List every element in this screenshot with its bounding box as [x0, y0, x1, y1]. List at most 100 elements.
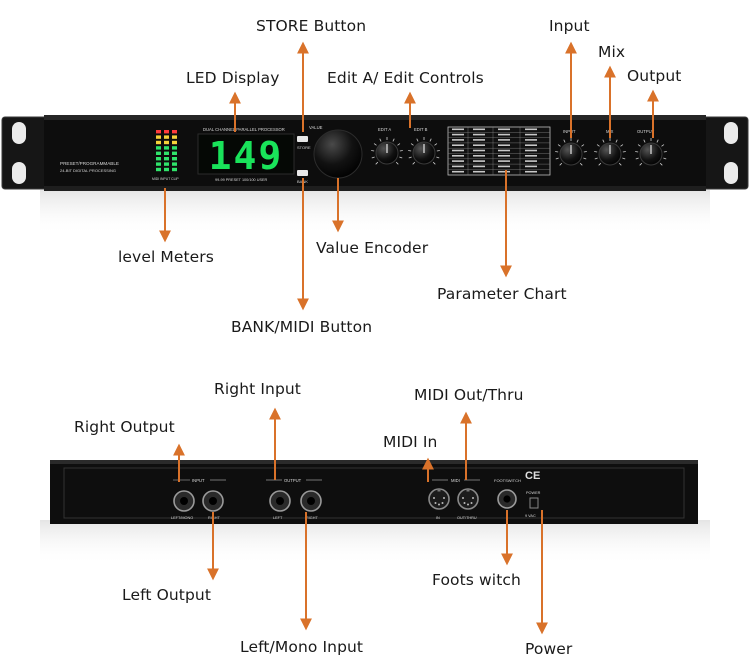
meter-led [172, 140, 177, 145]
chart-cell [473, 133, 485, 136]
label-value-encoder: Value Encoder [316, 239, 429, 257]
input-knob[interactable] [555, 138, 587, 166]
meter-led [164, 146, 169, 150]
rear-right-text: RIGHT [208, 516, 220, 520]
store-text: STORE [297, 145, 311, 150]
chart-cell [473, 155, 485, 157]
chart-cell [452, 128, 464, 131]
chart-cell [525, 133, 537, 136]
rear-left-text: LEFT [273, 516, 283, 520]
meter-led [156, 157, 161, 161]
chart-cell [525, 165, 537, 168]
output-knob[interactable] [635, 138, 667, 166]
label-bank-midi-button: BANK/MIDI Button [231, 318, 373, 336]
label-edit-controls: Edit A/ Edit Controls [327, 69, 484, 87]
chart-cell [473, 160, 485, 162]
meter-led [156, 167, 161, 172]
meter-led [156, 140, 161, 145]
midi-in-port[interactable] [428, 488, 450, 510]
chart-cell [525, 139, 537, 141]
input-knob-text: INPUT [563, 129, 576, 134]
chart-cell [452, 133, 464, 136]
meter-led [172, 157, 177, 161]
rear-right-out-text: RIGHT [306, 516, 318, 520]
chart-cell [498, 160, 510, 162]
chart-cell [473, 149, 485, 152]
label-midi-out-thru: MIDI Out/Thru [414, 386, 524, 404]
midi-out-thru-port[interactable] [457, 488, 479, 510]
preset-info: 99-99 PRESET 100/100 USER [215, 178, 268, 182]
ce-mark: CE [525, 470, 540, 482]
output-knob-text: OUTPUT [637, 129, 655, 134]
power-jack[interactable] [529, 497, 539, 509]
meter-led [172, 167, 177, 172]
rear-power-text: POWER [526, 491, 541, 495]
label-right-input: Right Input [214, 380, 301, 398]
chart-cell [452, 160, 464, 162]
level-meters: MIDI INPUT CLIP [152, 130, 179, 181]
meter-led [164, 162, 169, 166]
label-footswitch: Foots witch [432, 571, 521, 589]
edit-a-knob[interactable] [371, 137, 403, 165]
chart-cell [525, 128, 537, 131]
label-output: Output [627, 67, 682, 85]
meter-led [172, 146, 177, 150]
chart-cell [498, 133, 510, 136]
chart-cell [525, 144, 537, 146]
value-encoder[interactable] [313, 129, 363, 179]
rear-panel: INPUT LEFT/MONO RIGHT OUTPUT LEFT RIGHT … [40, 460, 710, 565]
chart-cell [452, 170, 464, 173]
chart-cell [498, 165, 510, 168]
meter-led [156, 135, 161, 139]
chart-cell [452, 155, 464, 157]
label-led-display: LED Display [186, 69, 280, 87]
chart-cell [473, 128, 485, 131]
edit-b-text: EDIT B [414, 127, 428, 132]
front-panel: PRESET/PROGRAMMABLE 24-BIT DIGITAL PROCE… [1, 115, 749, 235]
panel-title: DUAL CHANNEL PARALLEL PROCESSOR [203, 127, 285, 132]
led-display [197, 133, 295, 175]
meter-led [172, 130, 177, 134]
led-display-value: 149 [209, 134, 284, 178]
brand-line2: 24-BIT DIGITAL PROCESSING [60, 168, 116, 173]
rear-left-mono-text: LEFT/MONO [171, 516, 193, 520]
chart-cell [498, 170, 510, 173]
parameter-chart [447, 126, 551, 176]
chart-cell [452, 139, 464, 141]
meter-led [164, 151, 169, 155]
chart-cell [473, 170, 485, 173]
label-mix: Mix [598, 43, 626, 61]
label-parameter-chart: Parameter Chart [437, 285, 567, 303]
label-left-mono-input: Left/Mono Input [240, 638, 364, 656]
edit-a-text: EDIT A [378, 127, 391, 132]
label-power: Power [525, 640, 573, 658]
meter-led [172, 162, 177, 166]
mix-knob[interactable] [594, 138, 626, 166]
label-left-output: Left Output [122, 586, 212, 604]
chart-cell [498, 128, 510, 131]
rear-out-thru-text: OUT/THRU [457, 516, 477, 520]
meter-led [156, 130, 161, 134]
rear-output-text: OUTPUT [284, 478, 302, 483]
rear-footswitch-text: FOOTSWITCH [494, 478, 521, 483]
chart-cell [498, 139, 510, 141]
chart-cell [473, 139, 485, 141]
label-input: Input [549, 17, 590, 35]
callout-arrows [159, 41, 659, 635]
meter-led [164, 157, 169, 161]
rear-in-text: IN [436, 516, 440, 520]
meter-led [172, 135, 177, 139]
chart-cell [498, 149, 510, 152]
chart-cell [452, 165, 464, 168]
edit-b-knob[interactable] [408, 137, 440, 165]
chart-cell [473, 144, 485, 146]
meter-led [164, 135, 169, 139]
chart-cell [525, 170, 537, 173]
chart-cell [452, 144, 464, 146]
chart-cell [498, 155, 510, 157]
chart-cell [473, 165, 485, 168]
value-text: VALUE [309, 125, 323, 130]
store-button[interactable] [297, 136, 308, 142]
bank-midi-button[interactable] [297, 170, 308, 176]
